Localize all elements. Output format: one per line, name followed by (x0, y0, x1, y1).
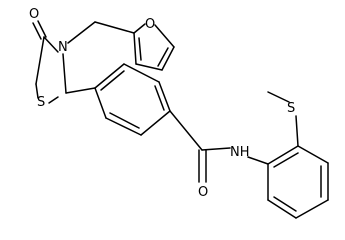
bond-furan-c2-o (133, 23, 146, 34)
bond-ring2-b-double (273, 196, 297, 212)
bond-ring2-f (267, 145, 299, 165)
amide-nh-label: NH (230, 145, 250, 160)
carbonyl-oxygen-label: O (29, 7, 39, 22)
bonds (32, 20, 329, 219)
bond-furan-c5-c4-double (157, 47, 169, 67)
molecule-structure-svg: O N S O NH O S (29, 7, 329, 219)
bond-ring2-c (295, 199, 329, 219)
bond-benz-carbonyl (169, 110, 203, 151)
thioether-sulfur-label: S (287, 101, 295, 116)
bond-furan-c3-c2 (133, 32, 137, 65)
molecule-diagram: O N S O NH O S (29, 7, 329, 219)
bond-c4-c5 (35, 36, 45, 85)
bond-c2-n3 (62, 53, 67, 94)
bond-carbonyl-nh (201, 147, 231, 151)
bond-furan-o-c5 (154, 24, 175, 48)
ring-sulfur-label: S (37, 95, 45, 110)
bond-ch2-furan-c2 (94, 21, 135, 34)
bond-c2-benzene (65, 87, 96, 94)
bond-benz-f-double (100, 70, 125, 91)
bond-furan-c4-c3 (135, 63, 163, 71)
ring-nitrogen-label: N (58, 40, 68, 55)
bond-benz-f (94, 63, 125, 89)
bond-ring2-e (297, 145, 329, 164)
bond-benz-b-double (109, 112, 140, 129)
bond-s1-c2 (48, 96, 59, 104)
bond-n3-ch2 (67, 21, 96, 44)
bond-benz-c (140, 110, 171, 136)
bond-c4-o (37, 20, 47, 38)
bond-aryl-s (295, 115, 299, 147)
bond-s-methyl (267, 91, 290, 103)
bond-nh-aryl (247, 156, 269, 165)
bond-benz-e (123, 63, 160, 83)
bond-c4-o-double (32, 22, 42, 40)
atom-labels: O N S O NH O S (29, 7, 295, 200)
furan-oxygen-label: O (145, 17, 155, 32)
bond-c4-n3 (43, 36, 59, 53)
bond-benz-d (158, 81, 171, 112)
bond-benz-b (105, 117, 142, 136)
bond-benz-a (94, 87, 107, 119)
bond-benz-d-double (154, 85, 165, 111)
bond-ring2-b (267, 199, 297, 219)
bond-ring2-f-double (273, 152, 299, 168)
bond-furan-c5-c4 (161, 46, 175, 71)
bond-c5-s1 (35, 83, 39, 99)
amide-oxygen-label: O (198, 185, 208, 200)
bond-furan-c3-c2-double (138, 37, 142, 61)
